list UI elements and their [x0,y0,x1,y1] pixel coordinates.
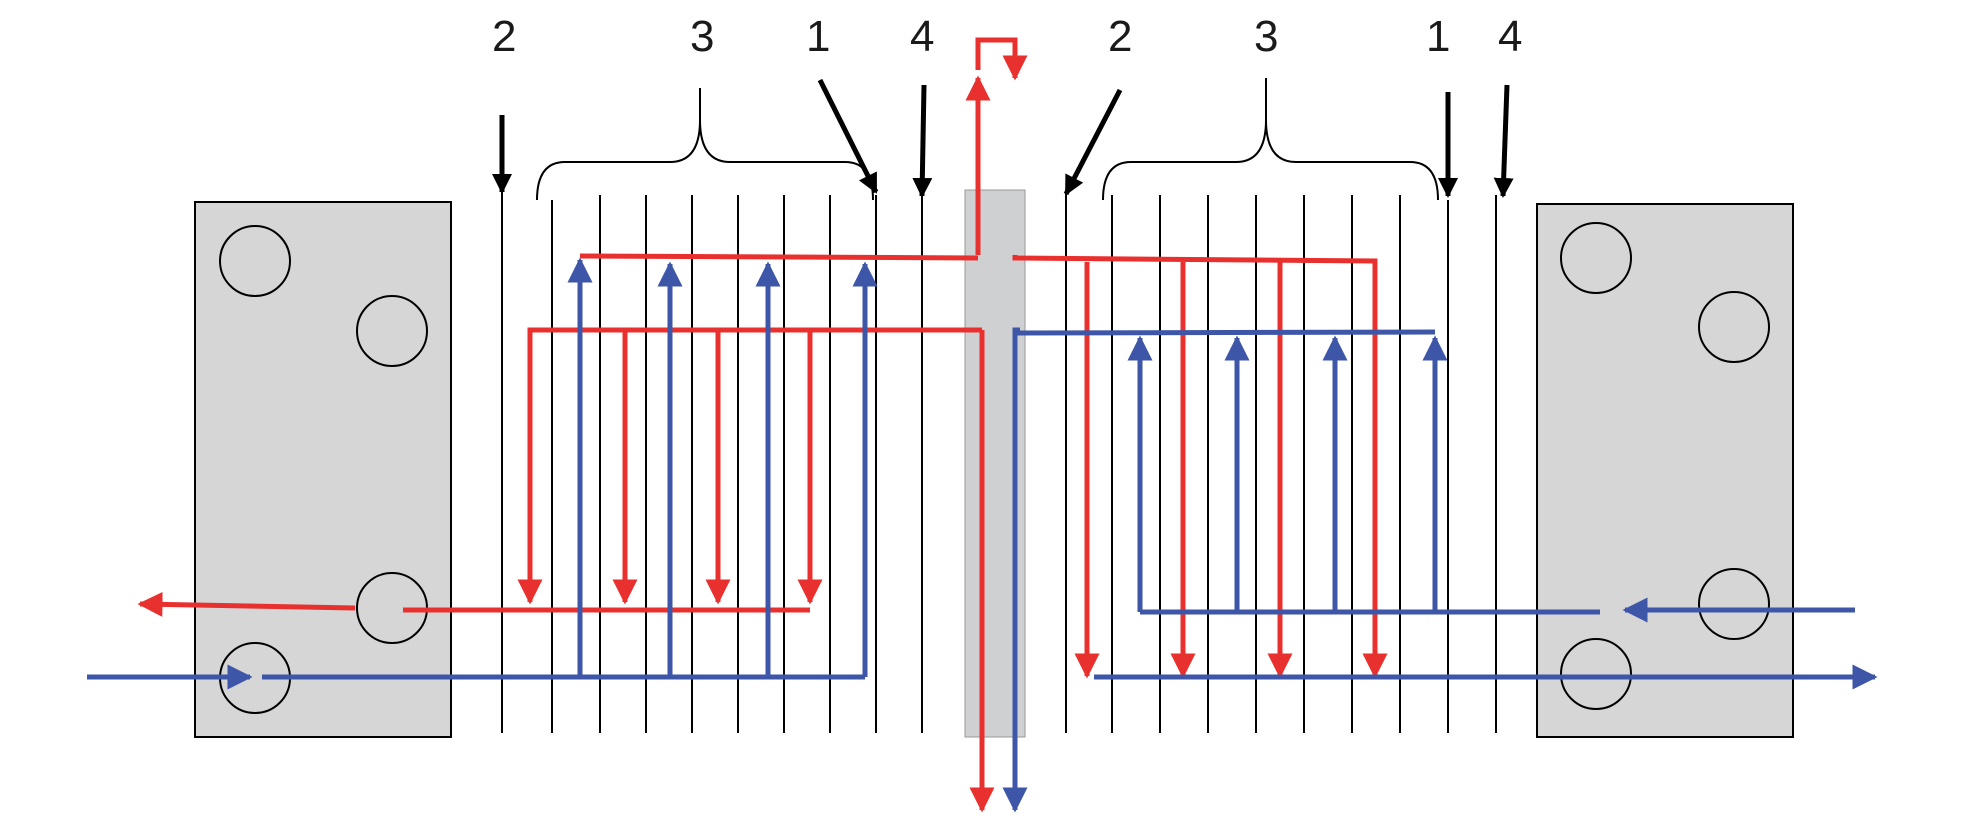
left-group-brace [536,88,874,201]
label-right-divider: 1 [1426,12,1450,61]
right-port-top-left [1560,222,1632,294]
hot-left-outlet [137,591,356,617]
label-right-group: 3 [1254,12,1278,61]
right-end-arrow [1493,84,1514,198]
label-right-end: 4 [1498,12,1522,61]
right-gasket-arrow [1063,88,1123,196]
hot-left-mid-manifold [517,327,982,605]
label-left-gasket: 2 [492,12,516,61]
left-frame-plate [194,201,452,738]
right-port-top-right [1698,291,1770,363]
right-plate-stack [1065,190,1497,733]
left-port-top-right [356,295,428,367]
left-end-arrow [912,84,933,198]
left-plate-stack [501,190,923,733]
right-port-cold-outlet [1560,638,1632,710]
right-group-brace [1102,78,1439,201]
left-port-top-left [219,225,291,297]
label-left-end: 4 [910,12,934,61]
label-left-group: 3 [690,12,714,61]
label-left-divider: 1 [806,12,830,61]
cold-flow [87,257,1878,813]
right-frame-plate [1536,203,1794,738]
label-right-gasket: 2 [1108,12,1132,61]
right-port-cold-inlet [1698,568,1770,640]
hot-flow [137,37,1388,813]
left-divider-arrow [817,78,879,194]
hot-top-loop [975,37,1028,81]
